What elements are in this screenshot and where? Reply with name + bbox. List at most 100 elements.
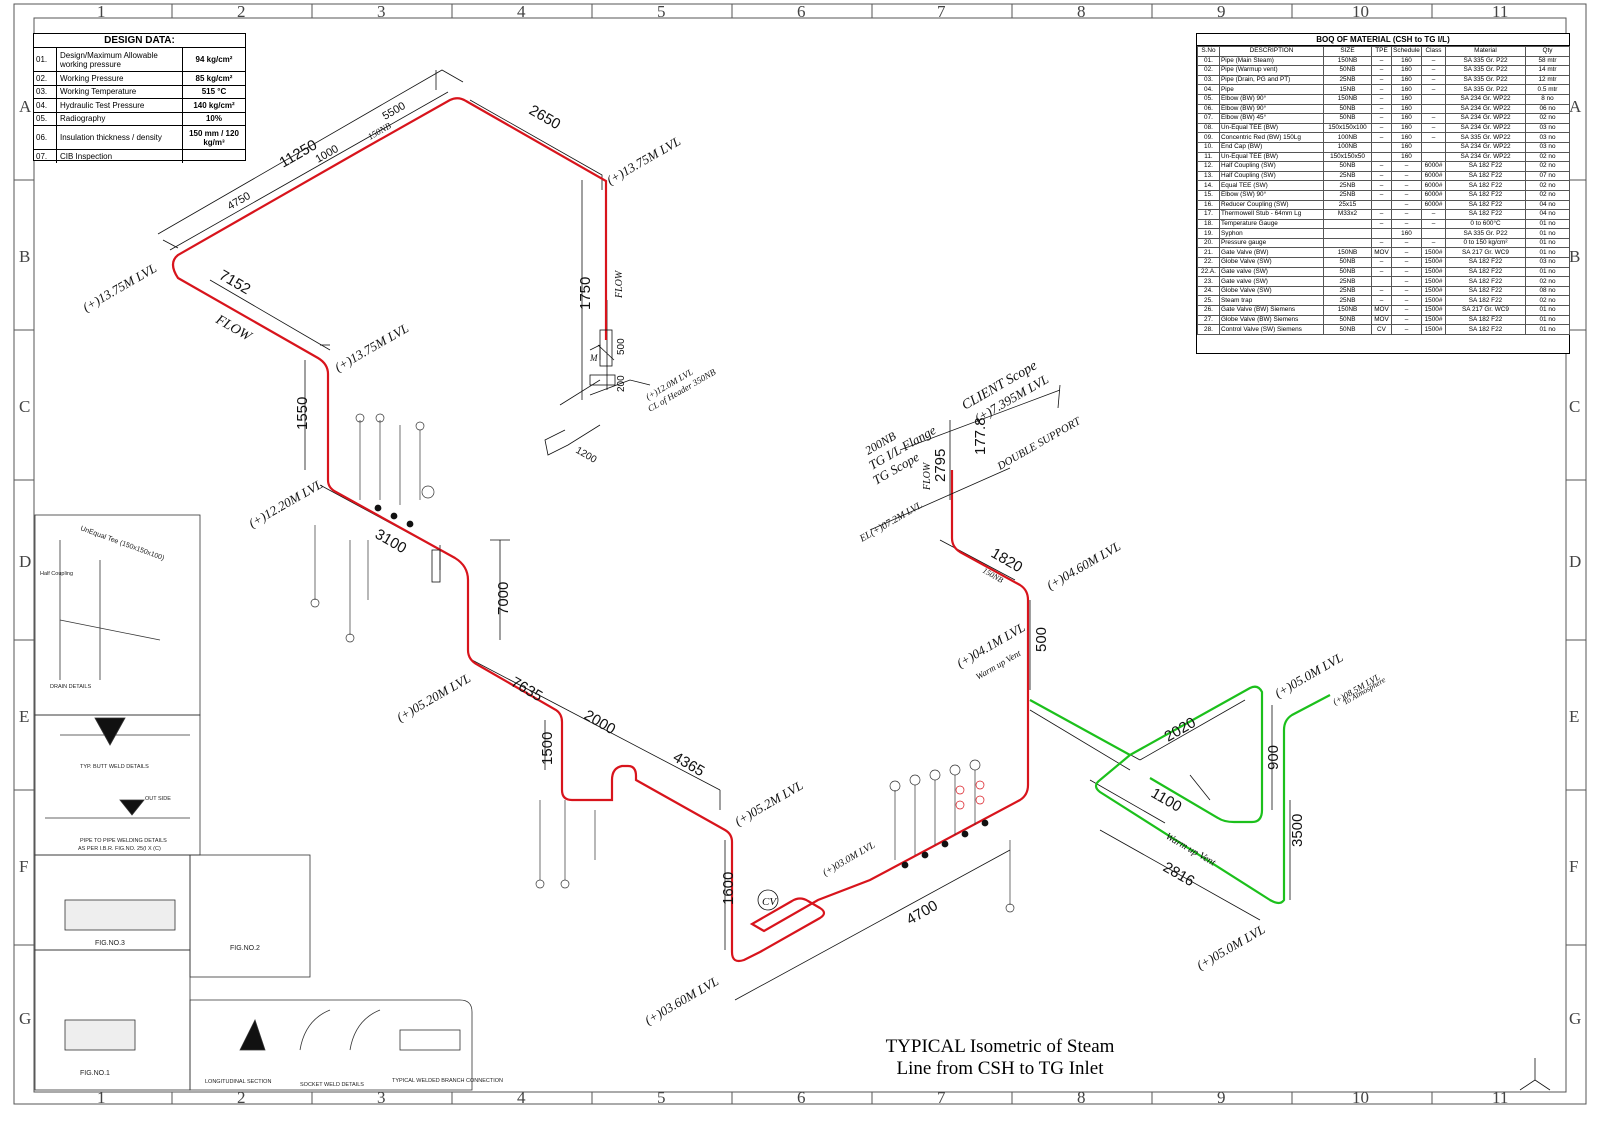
svg-text:10: 10 xyxy=(1352,2,1369,21)
boq-header-row: S.No DESCRIPTION SIZE TPE Schedule Class… xyxy=(1197,46,1570,57)
table-cell: 02 no xyxy=(1525,151,1570,163)
table-cell: 24. xyxy=(1197,285,1220,297)
table-cell: 1500# xyxy=(1421,285,1446,297)
table-row: 24.Globe Valve (SW)25NB––1500#SA 182 F22… xyxy=(1197,285,1570,297)
table-cell: 25NB xyxy=(1323,295,1372,307)
table-cell: 1500# xyxy=(1421,305,1446,316)
table-cell: SA 335 Gr. WP22 xyxy=(1445,132,1526,143)
svg-text:11: 11 xyxy=(1492,2,1508,21)
table-cell: Pipe xyxy=(1219,84,1324,95)
table-cell: 50NB xyxy=(1323,103,1372,115)
design-row: 04. Hydraulic Test Pressure 140 kg/cm² xyxy=(34,99,245,113)
table-cell xyxy=(1371,228,1392,239)
table-cell: Gate Valve (BW) xyxy=(1219,247,1324,259)
grid-column-labels-top: 1 2 3 4 5 6 7 8 9 10 11 xyxy=(97,2,1508,21)
table-cell: 50NB xyxy=(1323,257,1372,268)
table-cell: – xyxy=(1391,180,1422,191)
table-cell: SA 182 F22 xyxy=(1445,209,1526,220)
level-03-60: (+)03.60M LVL xyxy=(642,973,721,1027)
table-cell: 27. xyxy=(1197,314,1220,326)
table-cell: 02 no xyxy=(1525,113,1570,124)
svg-text:D: D xyxy=(1569,552,1581,571)
table-cell: – xyxy=(1371,170,1392,182)
table-cell: 08. xyxy=(1197,122,1220,134)
out-side-label: OUT SIDE xyxy=(145,796,171,802)
table-cell: Equal TEE (SW) xyxy=(1219,180,1324,191)
svg-text:7: 7 xyxy=(937,2,946,21)
svg-text:1: 1 xyxy=(97,1088,106,1107)
table-cell: 03 no xyxy=(1525,132,1570,143)
table-cell: 58 mtr xyxy=(1525,55,1570,67)
level-07-2: EL(+)07.2M LVL xyxy=(857,500,925,545)
table-cell xyxy=(1421,228,1446,239)
table-cell: Gate valve (SW) xyxy=(1219,266,1324,278)
table-cell: 02 no xyxy=(1525,189,1570,201)
table-cell: 25NB xyxy=(1323,285,1372,297)
table-cell: – xyxy=(1371,180,1392,191)
boq-title: BOQ OF MATERIAL (CSH to TG I/L) xyxy=(1197,34,1569,46)
table-cell: CV xyxy=(1371,324,1392,335)
table-cell: 6000# xyxy=(1421,180,1446,191)
table-cell: Elbow (BW) 90° xyxy=(1219,93,1324,105)
table-cell: 0 to 600°C xyxy=(1445,218,1526,230)
design-row: 03. Working Temperature 515 °C xyxy=(34,85,245,99)
table-cell: SA 182 F22 xyxy=(1445,285,1526,297)
table-cell: – xyxy=(1371,218,1392,230)
svg-text:3: 3 xyxy=(377,2,386,21)
svg-text:C: C xyxy=(19,397,30,416)
table-cell xyxy=(1421,151,1446,163)
table-cell: Gate valve (SW) xyxy=(1219,276,1324,287)
tip-butt-label: TYP. BUTT WELD DETAILS xyxy=(80,764,149,770)
svg-text:8: 8 xyxy=(1077,1088,1086,1107)
table-cell: SA 217 Gr. WC9 xyxy=(1445,247,1526,259)
table-cell: – xyxy=(1371,237,1392,249)
table-cell: 160 xyxy=(1391,113,1422,124)
svg-text:6: 6 xyxy=(797,1088,806,1107)
table-cell: SA 335 Gr. P22 xyxy=(1445,84,1526,95)
table-cell: 25NB xyxy=(1323,170,1372,182)
grid-row-labels-left: A B C D E F G xyxy=(19,97,32,1028)
dim-2795: 2795 xyxy=(932,449,949,482)
table-cell: 10. xyxy=(1197,141,1220,153)
table-cell: 160 xyxy=(1391,141,1422,153)
table-cell: 160 xyxy=(1391,151,1422,163)
svg-text:F: F xyxy=(19,857,28,876)
table-cell: 02 no xyxy=(1525,180,1570,191)
table-cell: 50NB xyxy=(1323,65,1372,76)
table-cell: 01 no xyxy=(1525,237,1570,249)
table-cell: – xyxy=(1391,276,1422,287)
table-cell: 0.5 mtr xyxy=(1525,84,1570,95)
table-cell: 1500# xyxy=(1421,295,1446,307)
dim-11250: 11250 xyxy=(277,136,321,171)
table-cell: – xyxy=(1371,113,1392,124)
svg-text:11: 11 xyxy=(1492,1088,1508,1107)
table-cell: Thermowell Stub - 64mm Lg xyxy=(1219,209,1324,220)
table-cell: 25NB xyxy=(1323,189,1372,201)
table-cell: 20. xyxy=(1197,237,1220,249)
table-cell: SA 234 Gr. WP22 xyxy=(1445,122,1526,134)
table-cell: – xyxy=(1421,55,1446,67)
table-cell: 06. xyxy=(1197,103,1220,115)
level-05-2: (+)05.2M LVL xyxy=(732,778,805,829)
table-cell: SA 234 Gr. WP22 xyxy=(1445,103,1526,115)
svg-text:E: E xyxy=(1569,707,1579,726)
table-cell: – xyxy=(1391,324,1422,335)
table-cell: SA 234 Gr. WP22 xyxy=(1445,141,1526,153)
table-cell: 50NB xyxy=(1323,113,1372,124)
table-cell: Pipe (Main Steam) xyxy=(1219,55,1324,67)
nb150-label-right: 150NB xyxy=(981,566,1005,585)
instrument-branches-left xyxy=(310,413,596,889)
drawing-title-line-1: TYPICAL Isometric of Steam xyxy=(885,1036,1115,1057)
table-cell: SA 182 F22 xyxy=(1445,257,1526,268)
table-cell: 14 mtr xyxy=(1525,65,1570,76)
level-13-75-mid: (+)13.75M LVL xyxy=(332,320,411,374)
fig1-label: FIG.NO.1 xyxy=(80,1070,110,1077)
table-cell: SA 182 F22 xyxy=(1445,180,1526,191)
design-row: 02. Working Pressure 85 kg/cm² xyxy=(34,72,245,86)
table-cell: 14. xyxy=(1197,180,1220,191)
